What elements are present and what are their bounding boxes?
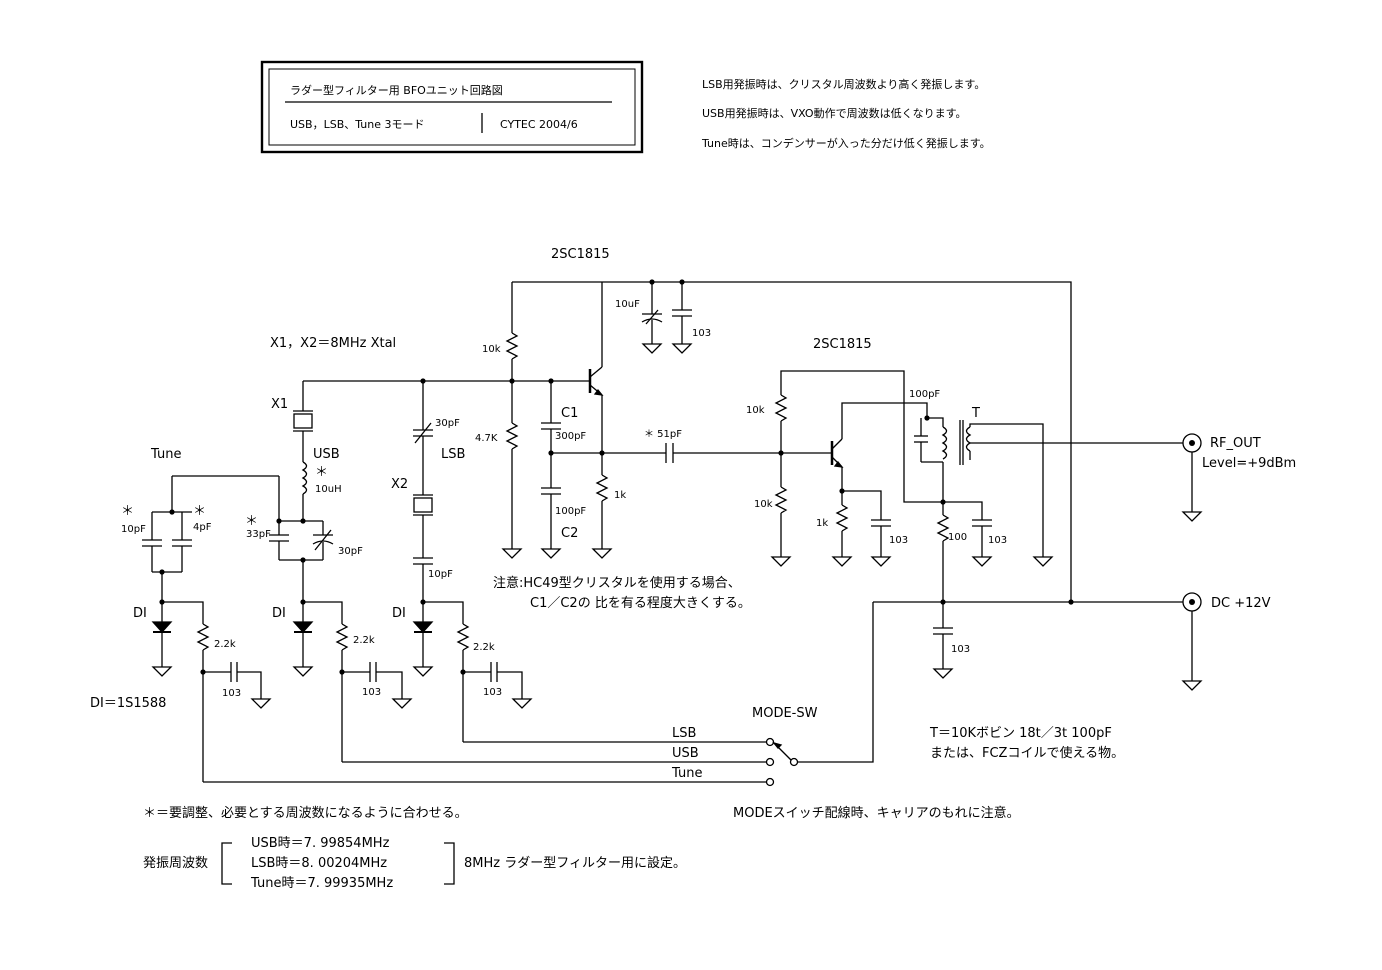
c103-dc: 103 bbox=[951, 644, 970, 655]
t-label: T bbox=[971, 406, 980, 421]
sw-lsb-label: LSB bbox=[672, 726, 696, 741]
freq-tune: Tune時＝7. 99935MHz bbox=[250, 876, 393, 891]
r47k: 4.7K bbox=[475, 433, 498, 444]
c103-d2: 103 bbox=[362, 687, 381, 698]
x1-branch bbox=[172, 381, 334, 602]
rf-out-label: RF_OUT bbox=[1210, 436, 1261, 451]
mode-switch bbox=[203, 602, 874, 787]
di-definition: DI＝1S1588 bbox=[90, 696, 166, 711]
rf-out-connector bbox=[1182, 433, 1202, 522]
x2-branch bbox=[413, 381, 433, 602]
q1-label: 2SC1815 bbox=[551, 247, 610, 262]
c30pf-lsb: 30pF bbox=[435, 418, 460, 429]
frequency-table: 発振周波数 USB時＝7. 99854MHz LSB時＝8. 00204MHz … bbox=[143, 836, 686, 891]
sw-tune-label: Tune bbox=[671, 766, 702, 781]
c33-star: ＊ bbox=[245, 514, 258, 529]
c103-q2: 103 bbox=[889, 535, 908, 546]
c2-value: 100pF bbox=[555, 506, 586, 517]
dc-label: DC +12V bbox=[1211, 596, 1271, 611]
c1-label: C1 bbox=[561, 406, 578, 421]
c10uf: 10uF bbox=[615, 299, 640, 310]
r10k-b: 10k bbox=[746, 405, 765, 416]
l-star: ＊ bbox=[315, 465, 328, 480]
tune-label: Tune bbox=[150, 447, 181, 462]
adjust-note: ＊＝要調整、必要とする周波数になるように合わせる。 bbox=[143, 806, 468, 821]
q1-stage bbox=[303, 279, 1072, 602]
t-note-2: または、FCZコイルで使える物。 bbox=[930, 745, 1124, 761]
r22k-3: 2.2k bbox=[473, 642, 495, 653]
di1-label: DI bbox=[133, 606, 147, 621]
freq-lsb: LSB時＝8. 00204MHz bbox=[251, 856, 387, 871]
c10pf-x2: 10pF bbox=[428, 569, 453, 580]
di2-label: DI bbox=[272, 606, 286, 621]
r10k-c: 10k bbox=[754, 499, 773, 510]
t-note-1: T＝10Kボビン 18t／3t 100pF bbox=[929, 726, 1112, 741]
c4pf-star: ＊ bbox=[193, 504, 206, 519]
dc-connector bbox=[1182, 592, 1202, 691]
c51-label: ＊ 51pF bbox=[644, 429, 682, 440]
note-tune: Tune時は、コンデンサーが入った分だけ低く発振します。 bbox=[701, 136, 991, 150]
r100: 100 bbox=[948, 532, 967, 543]
r1k-b: 1k bbox=[816, 518, 828, 529]
freq-label: 発振周波数 bbox=[143, 856, 208, 871]
x1-label: X1 bbox=[271, 397, 288, 412]
di3-label: DI bbox=[392, 606, 406, 621]
lsb-label: LSB bbox=[441, 447, 465, 462]
c33: 33pF bbox=[246, 529, 271, 540]
freq-usb: USB時＝7. 99854MHz bbox=[251, 836, 390, 851]
usb-label: USB bbox=[313, 447, 340, 462]
c10pf-t: 10pF bbox=[121, 524, 146, 535]
note-usb: USB用発振時は、VXO動作で周波数は低くなります。 bbox=[702, 106, 967, 120]
c1-value: 300pF bbox=[555, 431, 586, 442]
c2-label: C2 bbox=[561, 526, 578, 541]
note-hc49-1: 注意:HC49型クリスタルを使用する場合、 bbox=[493, 575, 741, 591]
c100pf-tank: 100pF bbox=[909, 389, 940, 400]
l10uh: 10uH bbox=[315, 484, 342, 495]
title-line2-right: CYTEC 2004/6 bbox=[500, 118, 578, 131]
level-label: Level=+9dBm bbox=[1202, 456, 1296, 471]
c103-t: 103 bbox=[988, 535, 1007, 546]
c10pf-t-star: ＊ bbox=[121, 504, 134, 519]
title-line2-left: USB，LSB、Tune 3モード bbox=[290, 118, 425, 131]
c103-top: 103 bbox=[692, 328, 711, 339]
title-line1: ラダー型フィルター用 BFOユニット回路図 bbox=[290, 83, 503, 97]
c30-vxo: 30pF bbox=[338, 546, 363, 557]
sw-usb-label: USB bbox=[672, 746, 699, 761]
c103-d1: 103 bbox=[222, 688, 241, 699]
xtal-label: X1，X2＝8MHz Xtal bbox=[270, 336, 396, 351]
x2-label: X2 bbox=[391, 477, 408, 492]
mode-sw-label: MODE-SW bbox=[752, 706, 818, 721]
c4pf: 4pF bbox=[193, 522, 212, 533]
r22k-2: 2.2k bbox=[353, 635, 375, 646]
mode-note: MODEスイッチ配線時、キャリアのもれに注意。 bbox=[733, 805, 1020, 821]
freq-suffix: 8MHz ラダー型フィルター用に設定。 bbox=[464, 855, 686, 871]
note-hc49-2: C1／C2の 比を有る程度大きくする。 bbox=[530, 595, 751, 611]
note-lsb: LSB用発振時は、クリスタル周波数より高く発振します。 bbox=[702, 77, 985, 91]
r1k-a: 1k bbox=[614, 490, 626, 501]
q2-stage bbox=[771, 370, 1183, 679]
tune-caps bbox=[142, 476, 192, 602]
q2-label: 2SC1815 bbox=[813, 337, 872, 352]
title-box: ラダー型フィルター用 BFOユニット回路図 USB，LSB、Tune 3モード … bbox=[260, 60, 644, 154]
c103-d3: 103 bbox=[483, 687, 502, 698]
r10k-a: 10k bbox=[482, 344, 501, 355]
di-groups bbox=[151, 599, 532, 782]
r22k-1: 2.2k bbox=[214, 639, 236, 650]
component-labels: 2SC1815 2SC1815 X1，X2＝8MHz Xtal X1 X2 US… bbox=[90, 247, 1296, 821]
